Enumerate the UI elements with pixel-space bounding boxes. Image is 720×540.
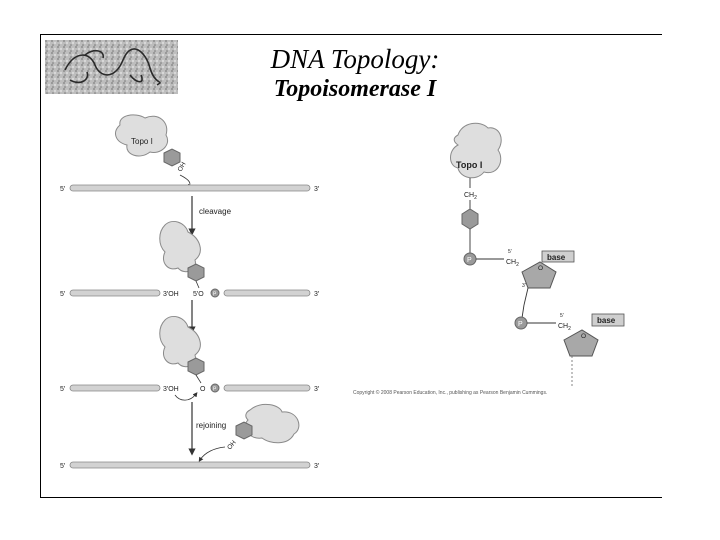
base-label-1: base [547,253,566,262]
phosphate-circle [210,288,220,298]
frame-top-line [40,34,662,35]
copyright-notice: Copyright © 2008 Pearson Education, Inc.… [353,390,548,396]
dna-left-fragment [69,289,161,297]
tyrosine-ring-released [235,421,253,440]
dna-duplex-rejoined [69,461,311,469]
sugar-o-label-2: O [581,333,586,340]
title-line-2: Topoisomerase I [273,76,437,102]
strand-5-label: 5′ [60,186,66,193]
phosphate-label: P [213,292,217,298]
bond-sugar-o [523,287,529,306]
base-box-2 [591,313,625,327]
bond-line [195,280,200,289]
sugar-ring-1 [521,261,557,289]
cleavage-label: cleavage [199,207,232,216]
dna-duplex-intact [69,184,311,192]
frame-bottom-line [40,497,662,498]
dna-strand-squiggle [64,48,161,86]
five-o-label: 5′O [193,291,204,298]
topo-enzyme-label: Topo I [131,137,153,146]
phosphate-label-chem: P [467,257,472,264]
prime5-label-2: 5′ [560,313,564,319]
strand-3-label-3: 3′ [314,386,320,393]
strand-3-label-2: 3′ [314,291,320,298]
topo-enzyme-released [244,403,300,444]
tyrosine-ring-chem [461,208,479,230]
dna-right-fragment-3 [223,384,311,392]
title-block: DNA Topology: Topoisomerase I [190,44,520,104]
o-label-3: O [200,386,206,393]
sugar-o-label: O [538,265,543,272]
base-label-2: base [597,316,616,325]
release-arrow [198,446,226,463]
bond-o-p [521,304,525,319]
dna-left-fragment-3 [69,384,161,392]
sugar-ring-2 [563,329,599,357]
dna-micrograph-thumbnail [45,40,178,94]
phosphate-label-chem-2: P [518,321,523,328]
three-oh-label-3: 3′OH [163,386,179,393]
three-oh-label: 3′OH [163,291,179,298]
strand-5-label-3: 5′ [60,386,66,393]
tyrosine-ring-3 [187,357,205,376]
prime5-label: 5′ [508,249,512,255]
prime3-label: 3′ [522,283,526,289]
phosphate-circle-3 [210,383,220,393]
oh-label-released: OH [226,439,238,451]
tyrosine-ring-2 [187,263,205,282]
ch2-label-2: CH2 [506,259,519,268]
ch2-label: CH2 [464,192,477,201]
strand-3-label: 3′ [314,186,320,193]
dna-right-fragment [223,289,311,297]
strand-5-label-4: 5′ [60,463,66,470]
bond-line-3 [195,374,202,384]
oh-label: OH [177,161,188,173]
topo-enzyme-blob [115,114,168,157]
ch2-label-3: CH2 [558,323,571,332]
tyrosine-ring [163,148,181,167]
topo-enzyme-label-chem: Topo I [456,160,482,170]
base-box-1 [541,250,575,263]
rejoin-attack-arrow [174,392,198,401]
phosphate-label-3: P [213,387,217,393]
rejoining-label: rejoining [196,421,226,430]
title-line-1: DNA Topology: [270,44,440,74]
topo-enzyme-blob-chem [450,122,502,179]
strand-5-label-2: 5′ [60,291,66,298]
strand-3-label-4: 3′ [314,463,320,470]
frame-left-line [40,34,41,498]
